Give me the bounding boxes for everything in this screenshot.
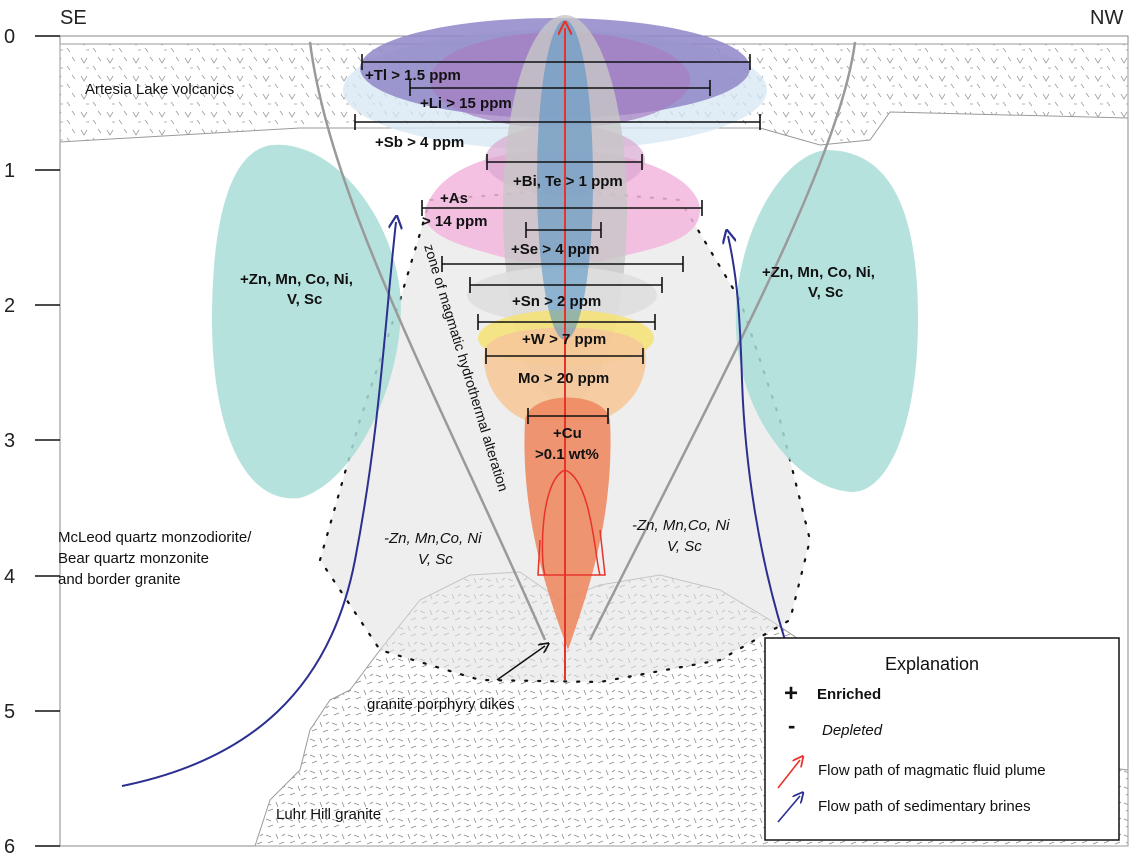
li-label: +Li > 15 ppm <box>420 95 512 112</box>
range-bars <box>354 54 761 424</box>
w-label: +W > 7 ppm <box>522 331 606 348</box>
cu-label-1: +Cu <box>553 425 582 442</box>
as-label-1: +As <box>440 190 468 207</box>
legend: Explanation + Enriched - Depleted Flow p… <box>764 637 1120 841</box>
mo-label: Mo > 20 ppm <box>518 370 609 387</box>
enriched-right-2: V, Sc <box>808 284 843 301</box>
volcanics-label: Artesia Lake volcanics <box>85 81 234 98</box>
legend-depleted-label: Depleted <box>822 722 883 739</box>
range-bar-se-b <box>441 256 684 272</box>
depth-tick-4: 4 <box>4 566 15 588</box>
legend-depleted-symbol: - <box>788 713 795 738</box>
legend-brine-label: Flow path of sedimentary brines <box>818 798 1031 815</box>
enriched-left-1: +Zn, Mn, Co, Ni, <box>240 271 353 288</box>
brine-flow-arrow-left <box>121 222 396 787</box>
se-label: +Se > 4 ppm <box>511 241 599 258</box>
sb-label: +Sb > 4 ppm <box>375 134 464 151</box>
depleted-right-1: -Zn, Mn,Co, Ni <box>632 517 730 534</box>
monzodiorite-label-3: and border granite <box>58 571 181 588</box>
luhr-hill-label: Luhr Hill granite <box>276 806 381 823</box>
legend-magmatic-label: Flow path of magmatic fluid plume <box>818 762 1046 779</box>
range-bar-se-a <box>525 222 602 238</box>
legend-enriched-symbol: + <box>784 680 798 707</box>
range-bar-as <box>421 200 703 216</box>
range-bar-tl <box>361 54 751 70</box>
porphyry-dike-outline <box>537 469 606 576</box>
monzodiorite-label-1: McLeod quartz monzodiorite/ <box>58 529 252 546</box>
porphyry-pointer-arrow <box>496 646 545 681</box>
range-bar-bi-te <box>486 154 643 170</box>
depleted-right-2: V, Sc <box>667 538 702 555</box>
brine-flow-arrow-right <box>728 236 786 641</box>
range-bar-li <box>409 80 711 96</box>
range-bar-cu <box>527 408 609 424</box>
sn-label: +Sn > 2 ppm <box>512 293 601 310</box>
range-bar-sb <box>354 114 761 130</box>
enriched-left-2: V, Sc <box>287 291 322 308</box>
depth-tick-6: 6 <box>4 836 15 858</box>
tl-label: +Tl > 1.5 ppm <box>365 67 461 84</box>
bi-te-label: +Bi, Te > 1 ppm <box>513 173 623 190</box>
range-bar-w <box>477 314 656 330</box>
alteration-funnel-outline <box>308 41 857 641</box>
depth-tick-0: 0 <box>4 26 15 48</box>
as-label-2: > 14 ppm <box>422 213 487 230</box>
enriched-zone-right <box>735 150 918 492</box>
cu-label-2: >0.1 wt% <box>535 446 599 463</box>
range-bar-sn <box>469 277 663 293</box>
enriched-zone-left <box>212 144 401 499</box>
monzodiorite-label-2: Bear quartz monzonite <box>58 550 209 567</box>
depth-tick-1: 1 <box>4 160 15 182</box>
enriched-right-1: +Zn, Mn, Co, Ni, <box>762 264 875 281</box>
legend-box <box>764 637 1120 841</box>
range-bar-mo <box>485 348 644 364</box>
legend-brine-arrow-icon <box>777 796 800 823</box>
cu-zone <box>524 397 611 650</box>
depleted-left-1: -Zn, Mn,Co, Ni <box>384 530 482 547</box>
corner-label-nw: NW <box>1090 7 1123 29</box>
legend-enriched-label: Enriched <box>817 686 881 703</box>
depth-tick-2: 2 <box>4 295 15 317</box>
depth-tick-3: 3 <box>4 430 15 452</box>
depth-axis <box>35 35 60 847</box>
legend-title: Explanation <box>885 654 979 674</box>
depth-tick-5: 5 <box>4 701 15 723</box>
legend-magmatic-arrow-icon <box>777 760 800 789</box>
corner-label-se: SE <box>60 7 87 29</box>
porphyry-label: granite porphyry dikes <box>367 696 515 713</box>
depleted-left-2: V, Sc <box>418 551 453 568</box>
